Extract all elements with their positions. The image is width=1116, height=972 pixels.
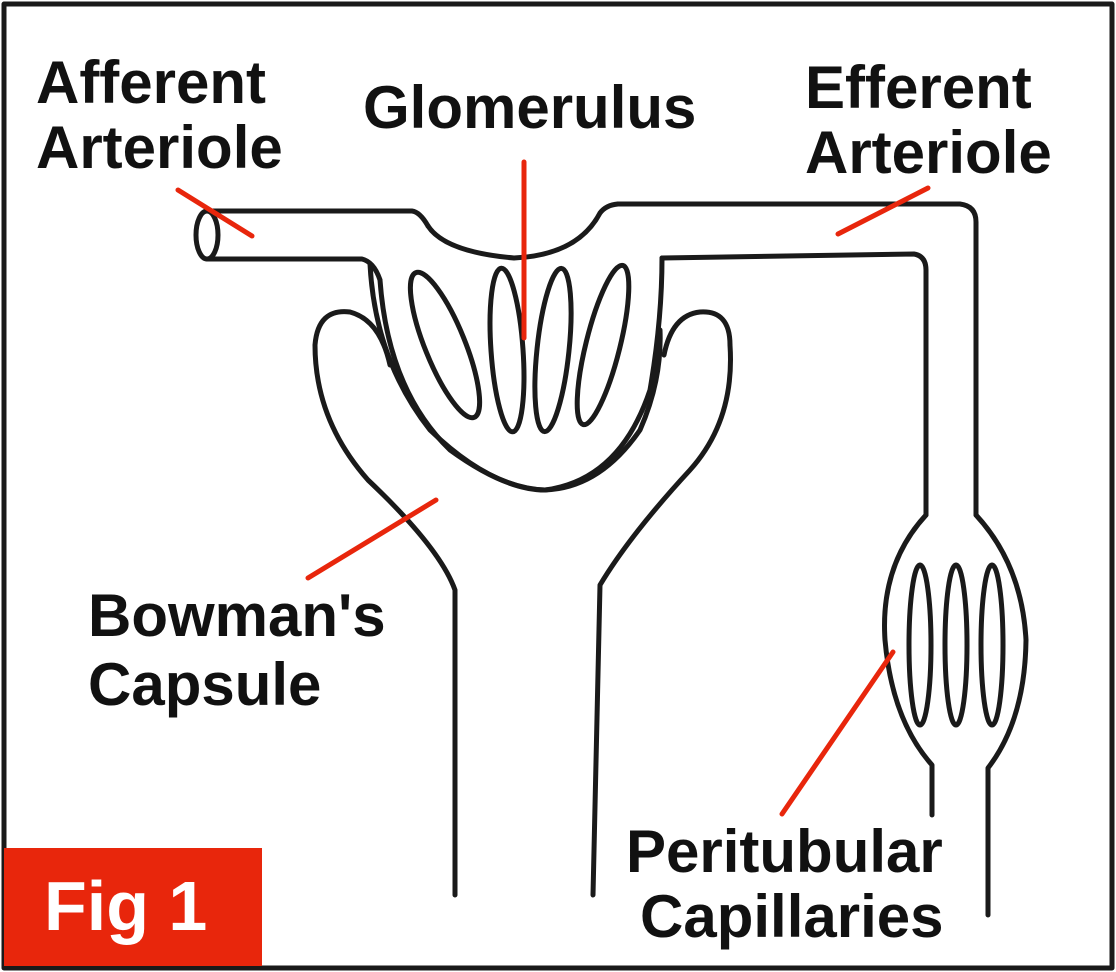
bowman-label-line1: Bowman's <box>88 582 386 649</box>
bowmans-capsule <box>312 309 733 898</box>
capillary-bulb-left <box>882 512 935 818</box>
capillary-loop-2 <box>942 562 970 728</box>
figure-tag: Fig 1 <box>4 848 262 966</box>
capillary-loop-1 <box>906 562 934 728</box>
glomerulus-inner-envelope <box>367 261 663 493</box>
labels: Afferent Arteriole Glomerulus Efferent A… <box>36 49 1052 950</box>
figure-tag-background <box>4 848 262 966</box>
glomerulus-label: Glomerulus <box>363 74 696 141</box>
capsule-right-wall <box>590 342 733 898</box>
afferent-label-line2: Arteriole <box>36 114 283 181</box>
glomerulus-loop-4 <box>574 262 632 428</box>
bowman-label-line2: Capsule <box>88 651 321 718</box>
efferent-arteriole-inner-wall <box>659 251 929 518</box>
afferent-label-line1: Afferent <box>36 49 266 116</box>
pointer-lines <box>175 159 931 817</box>
efferent-arteriole <box>615 201 979 518</box>
efferent-label-line1: Efferent <box>805 54 1032 121</box>
figure-tag-text: Fig 1 <box>44 867 207 945</box>
glomerulus-loop-3 <box>532 265 574 435</box>
capillary-loop-3 <box>978 562 1006 728</box>
peritubular-pointer <box>779 649 896 817</box>
capsule-inner-rim <box>661 309 733 358</box>
afferent-arteriole-top-wall <box>204 208 431 229</box>
afferent-pointer <box>175 187 255 239</box>
glomerulus-top-dip <box>425 201 621 261</box>
peritubular-label-line1: Peritubular <box>626 818 943 885</box>
peritubular-label-line2: Capillaries <box>640 883 944 950</box>
peritubular-capillaries <box>882 512 1029 918</box>
afferent-arteriole-bottom-wall <box>204 256 383 283</box>
glomerulus-loop-1 <box>407 269 483 421</box>
afferent-arteriole-opening <box>193 208 221 262</box>
bowman-pointer <box>305 497 439 581</box>
efferent-label-line2: Arteriole <box>805 119 1052 186</box>
glomerulus-loop-2 <box>487 265 527 435</box>
capillary-bulb-right <box>973 512 1029 918</box>
glomerulus <box>367 201 665 493</box>
efferent-pointer <box>835 185 931 237</box>
capsule-outer-wall <box>312 309 458 898</box>
efferent-arteriole-outer-wall <box>615 201 979 518</box>
